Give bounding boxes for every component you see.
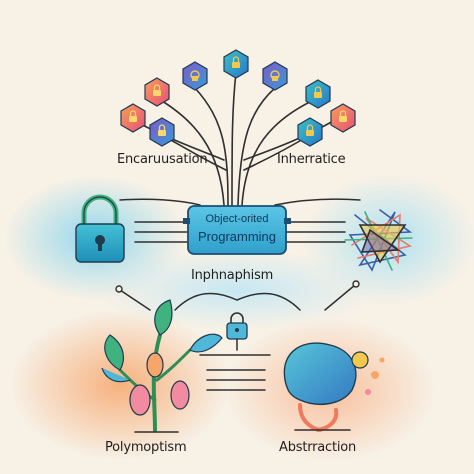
glow-center xyxy=(97,250,377,330)
side-connectors xyxy=(119,198,361,311)
hex-node-right-inner xyxy=(297,117,323,147)
hex-node-left-upper xyxy=(144,77,170,107)
tree-connectors xyxy=(132,71,336,206)
center-title-line1: Object-orited xyxy=(205,213,269,225)
plant-icon xyxy=(101,299,223,433)
hex-node-right-upper xyxy=(305,79,331,109)
lock-icon xyxy=(75,194,125,263)
connector-dot-right xyxy=(352,280,360,288)
label-abstraction: Abstrraction xyxy=(279,440,357,455)
tangle-icon xyxy=(344,209,413,272)
abstraction-blob-icon xyxy=(283,342,385,432)
hex-node-top-right xyxy=(262,61,288,91)
hex-node-left-inner xyxy=(149,117,175,147)
hex-node-top-center xyxy=(223,49,249,79)
connector-dot-left xyxy=(115,285,123,293)
center-title-line2: Programming xyxy=(197,229,277,244)
hex-node-right-lower xyxy=(330,103,356,133)
label-inheritance: Inherratice xyxy=(277,152,346,167)
bottom-connectors xyxy=(174,292,301,391)
glow-bottom-left xyxy=(10,310,230,460)
center-box xyxy=(183,205,291,255)
hex-node-top-left xyxy=(182,61,208,91)
label-encapsulation: Encaruusation xyxy=(117,152,208,167)
label-polymorphism: Polymoptism xyxy=(105,440,187,455)
label-inphnaphism: Inphnaphism xyxy=(191,268,274,283)
hex-node-left-lower xyxy=(120,103,146,133)
